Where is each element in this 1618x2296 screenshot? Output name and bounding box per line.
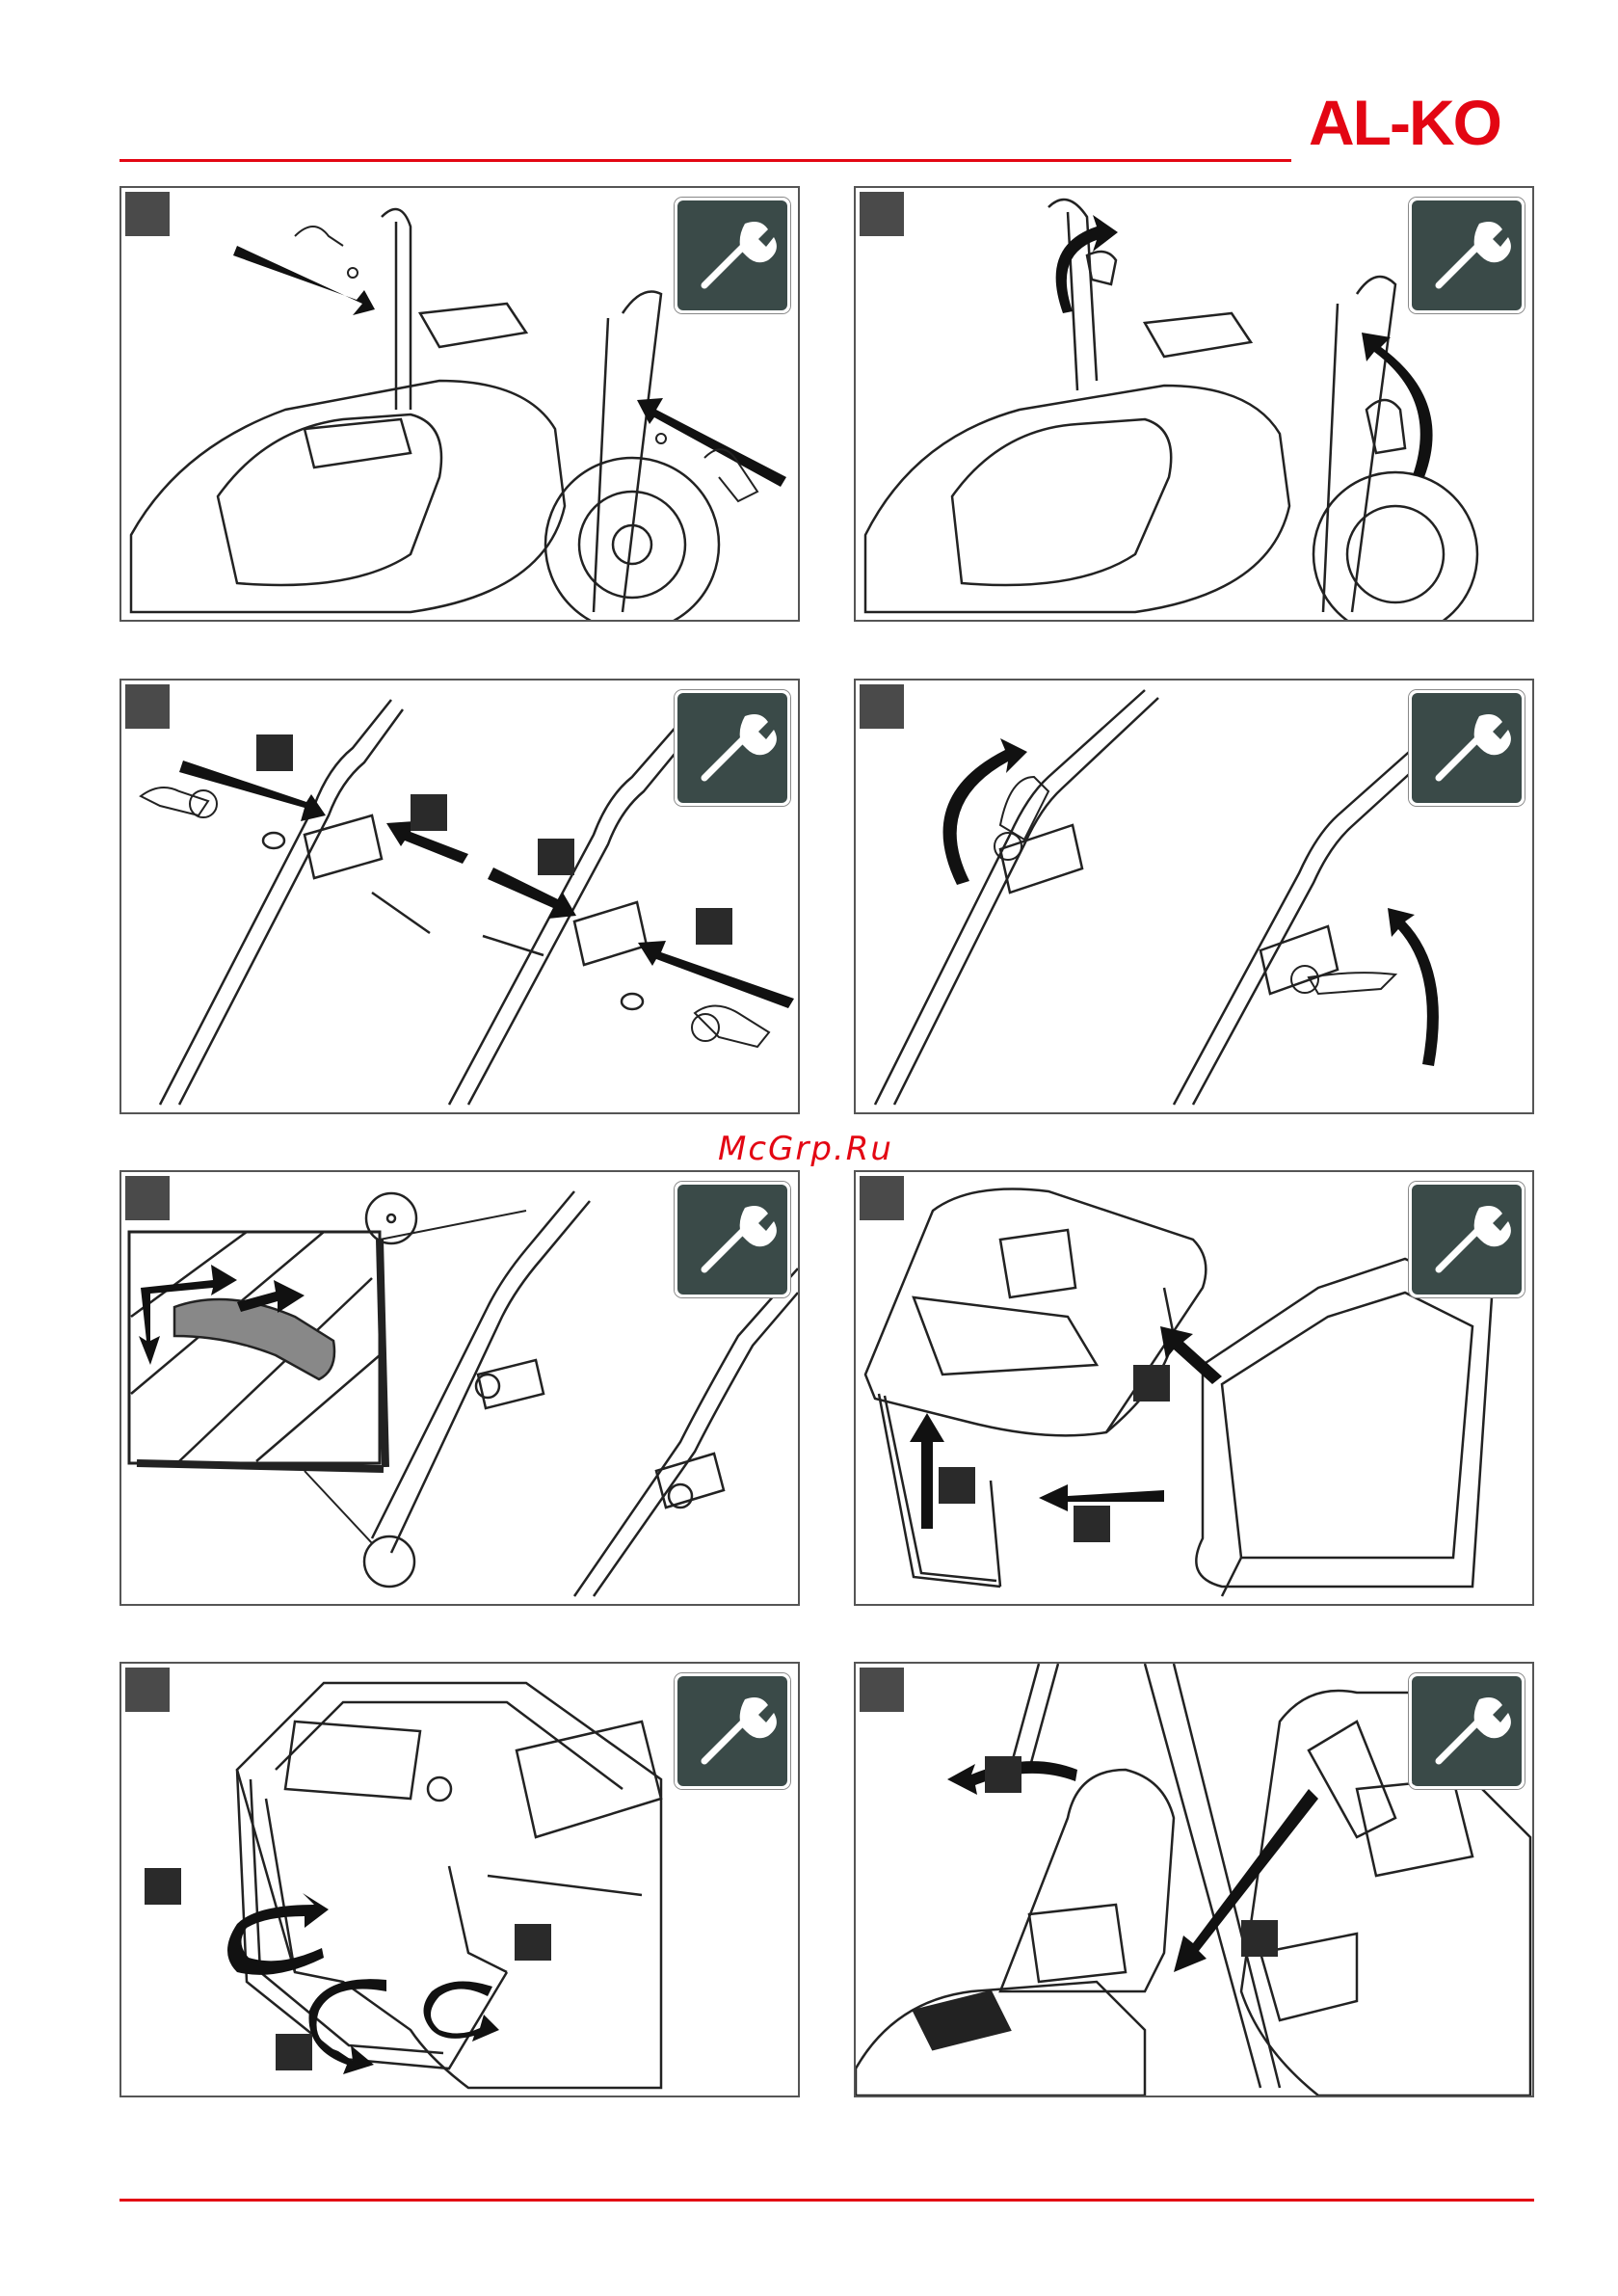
step-number-box bbox=[860, 684, 904, 729]
panel-step-3 bbox=[119, 679, 800, 1114]
panel-step-2 bbox=[854, 186, 1534, 622]
step-number-box bbox=[860, 1668, 904, 1712]
tool-badge bbox=[675, 198, 790, 313]
logo-left: AL bbox=[1309, 87, 1390, 158]
footer-rule bbox=[119, 2199, 1534, 2202]
tool-badge bbox=[675, 1673, 790, 1789]
callout-label-1 bbox=[939, 1467, 975, 1504]
step-number-box bbox=[125, 1668, 170, 1712]
wrench-icon bbox=[1412, 1676, 1522, 1786]
callout-label-1 bbox=[256, 734, 293, 771]
wrench-icon bbox=[1412, 1185, 1522, 1295]
callout-label-2 bbox=[1074, 1506, 1110, 1542]
panel-step-7 bbox=[119, 1662, 800, 2097]
callout-label-3 bbox=[1133, 1365, 1170, 1402]
step-number-box bbox=[860, 1176, 904, 1220]
wrench-icon bbox=[677, 693, 787, 803]
step-number-box bbox=[860, 192, 904, 236]
callout-label-3 bbox=[276, 2034, 312, 2070]
panel-step-1 bbox=[119, 186, 800, 622]
panel-step-4 bbox=[854, 679, 1534, 1114]
callout-label-2 bbox=[1241, 1920, 1278, 1957]
panel-step-8 bbox=[854, 1662, 1534, 2097]
step-number-box bbox=[125, 684, 170, 729]
wrench-icon bbox=[677, 1676, 787, 1786]
tool-badge bbox=[1409, 1182, 1525, 1297]
wrench-icon bbox=[1412, 200, 1522, 310]
tool-badge bbox=[1409, 690, 1525, 806]
step-number-box bbox=[125, 192, 170, 236]
tool-badge bbox=[675, 1182, 790, 1297]
wrench-icon bbox=[1412, 693, 1522, 803]
tool-badge bbox=[1409, 198, 1525, 313]
callout-label-2 bbox=[515, 1924, 551, 1961]
callout-label-2 bbox=[411, 794, 447, 831]
header-rule bbox=[119, 159, 1291, 162]
tool-badge bbox=[675, 690, 790, 806]
logo-right: KO bbox=[1409, 87, 1500, 158]
callout-label-3 bbox=[538, 839, 574, 875]
panel-step-5 bbox=[119, 1170, 800, 1606]
panel-step-6 bbox=[854, 1170, 1534, 1606]
logo-dash: - bbox=[1390, 87, 1409, 158]
callout-label-1 bbox=[985, 1756, 1021, 1793]
tool-badge bbox=[1409, 1673, 1525, 1789]
step-number-box bbox=[125, 1176, 170, 1220]
wrench-icon bbox=[677, 200, 787, 310]
brand-logo: AL-KO bbox=[1309, 89, 1540, 156]
wrench-icon bbox=[677, 1185, 787, 1295]
callout-label-4 bbox=[696, 908, 732, 945]
watermark-text: McGrp.Ru bbox=[718, 1128, 930, 1170]
callout-label-1 bbox=[145, 1868, 181, 1905]
